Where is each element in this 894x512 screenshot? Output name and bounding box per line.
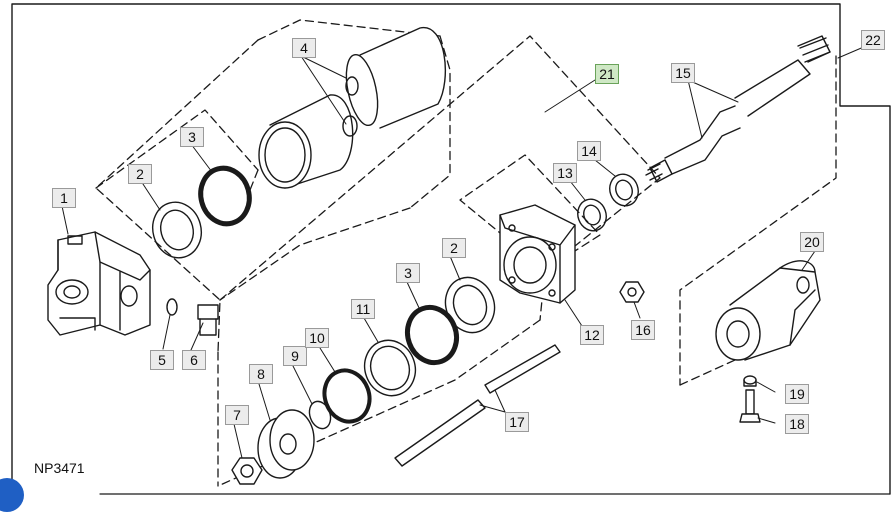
- callout-1[interactable]: 1: [52, 188, 76, 208]
- assembly-frame: [11, 3, 891, 495]
- part-4-cylinder-tubes: [258, 27, 447, 189]
- part-8-piston: [257, 409, 315, 479]
- callout-15[interactable]: 15: [671, 63, 695, 83]
- parts-diagram: 1 2 2 3 3 4 5 6 7 8 9 10 11 12 13 14 15 …: [0, 3, 891, 512]
- part-12-gland-housing: [499, 204, 576, 304]
- exploded-view-drawing: [11, 3, 891, 495]
- callout-19[interactable]: 19: [785, 384, 809, 404]
- callout-6[interactable]: 6: [182, 350, 206, 370]
- callout-8[interactable]: 8: [249, 364, 273, 384]
- part-5-ring: [166, 298, 178, 316]
- callout-22[interactable]: 22: [861, 30, 885, 50]
- part-11-backup-ring: [363, 339, 417, 397]
- callout-5[interactable]: 5: [150, 350, 174, 370]
- kit-21-boundary: [95, 19, 661, 487]
- part-19-bushing: [743, 375, 757, 387]
- part-17-tie-rods: [394, 344, 561, 467]
- part-3-lower-oring: [404, 304, 460, 366]
- callout-4[interactable]: 4: [292, 38, 316, 58]
- callout-12[interactable]: 12: [580, 325, 604, 345]
- part-13-wiper: [577, 198, 607, 232]
- part-6-fitting: [197, 304, 219, 336]
- callout-2-upper[interactable]: 2: [128, 164, 152, 184]
- callout-16[interactable]: 16: [631, 320, 655, 340]
- drawing-code: NP3471: [34, 460, 85, 476]
- leader-lines: [61, 45, 867, 459]
- part-2-upper-seal: [152, 201, 202, 259]
- part-10-oring: [322, 368, 372, 424]
- callout-7[interactable]: 7: [225, 405, 249, 425]
- callout-20[interactable]: 20: [800, 232, 824, 252]
- callout-18[interactable]: 18: [785, 414, 809, 434]
- part-15-piston-rod: [645, 35, 831, 183]
- callout-2-lower[interactable]: 2: [442, 238, 466, 258]
- part-16-nut: [619, 281, 645, 303]
- callout-10[interactable]: 10: [305, 328, 329, 348]
- callout-3-lower[interactable]: 3: [396, 263, 420, 283]
- callout-17[interactable]: 17: [505, 412, 529, 432]
- callout-21-highlighted[interactable]: 21: [595, 64, 619, 84]
- callout-13[interactable]: 13: [553, 163, 577, 183]
- callout-14[interactable]: 14: [577, 141, 601, 161]
- part-1-clevis: [47, 231, 151, 336]
- part-20-rod-eye: [715, 260, 821, 361]
- kit-22-boundary: [679, 55, 837, 386]
- part-18-bolt: [739, 389, 761, 423]
- part-7-nut: [231, 457, 263, 485]
- part-2-lower-seal: [444, 276, 496, 334]
- part-14-wiper: [609, 173, 639, 207]
- callout-9[interactable]: 9: [283, 346, 307, 366]
- part-3-upper-oring: [198, 165, 252, 227]
- callout-3-upper[interactable]: 3: [180, 127, 204, 147]
- callout-11[interactable]: 11: [351, 299, 375, 319]
